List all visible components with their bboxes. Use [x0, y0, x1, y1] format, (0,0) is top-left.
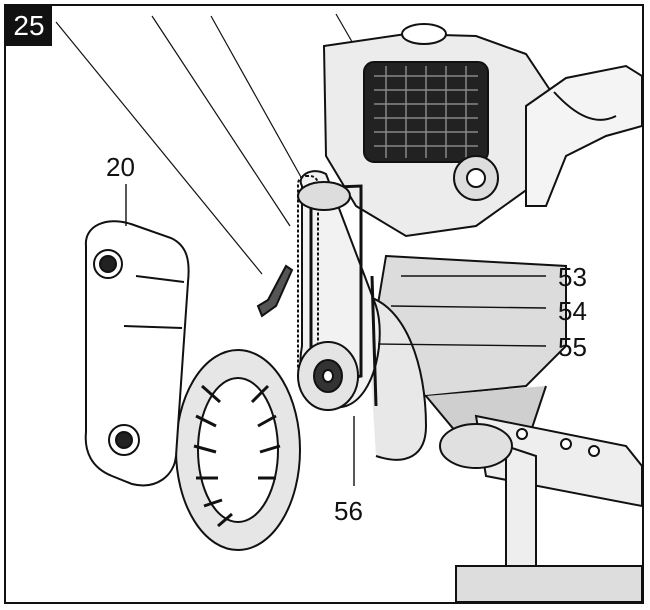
callout-56: 56: [334, 496, 363, 526]
tow-frame: [455, 414, 642, 602]
leader-lines-top: [55, 13, 367, 275]
front-tire: [175, 349, 301, 551]
rear-tire: [439, 423, 513, 469]
discharge-chute: [525, 64, 642, 207]
callout-20: 20: [106, 152, 135, 182]
belt-drive: [297, 170, 381, 411]
figure-number-badge: 25: [6, 6, 52, 46]
callout-leaders: [125, 184, 547, 486]
belt-cover: [84, 220, 190, 487]
engine: [322, 23, 556, 238]
callout-53: 53: [558, 262, 587, 292]
lever: [256, 264, 294, 318]
machine-illustration: [55, 13, 642, 602]
callout-55: 55: [558, 332, 587, 362]
callout-54: 54: [558, 296, 587, 326]
figure-frame: 25 20 53 54 55 56: [4, 4, 644, 604]
